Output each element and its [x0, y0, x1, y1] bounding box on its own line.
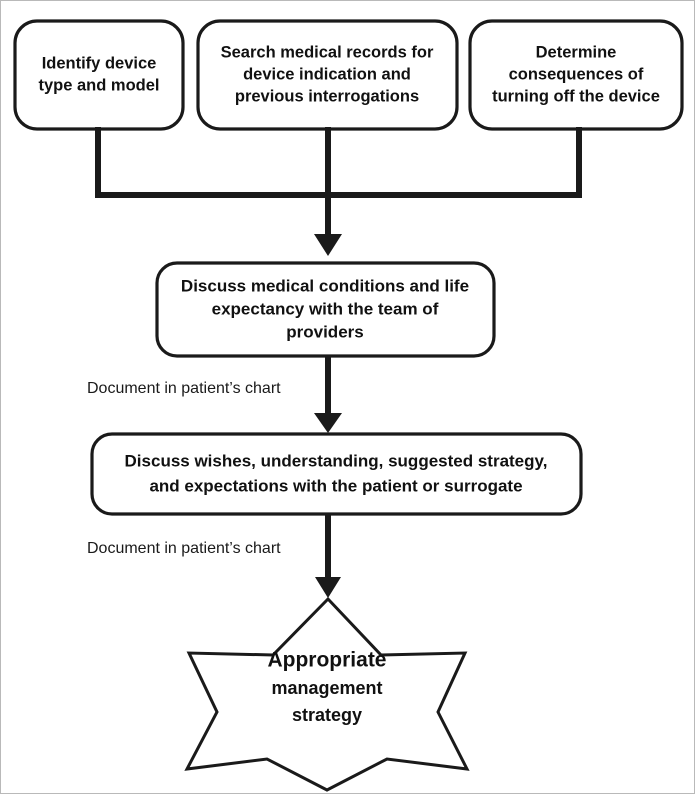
arrow-bus-to-discuss-team — [314, 195, 342, 256]
node-determine-consequences-line-2: consequences of — [509, 65, 644, 83]
node-appropriate-strategy: Appropriate management strategy — [184, 596, 470, 792]
node-determine-consequences: Determine consequences of turning off th… — [468, 19, 684, 131]
node-appropriate-strategy-line-2: management — [271, 678, 382, 698]
node-discuss-team-line-3: providers — [286, 322, 363, 341]
node-search-records-line-1: Search medical records for — [221, 43, 434, 61]
edge-label-document-chart-2: Document in patient’s chart — [87, 540, 281, 557]
edge-label-document-chart-1: Document in patient’s chart — [87, 380, 281, 397]
node-appropriate-strategy-shape — [184, 596, 470, 792]
node-identify-device: Identify device type and model — [13, 19, 185, 131]
node-discuss-team: Discuss medical conditions and life expe… — [155, 261, 496, 358]
node-search-records-line-2: device indication and — [243, 65, 411, 83]
arrow-patient-to-star — [315, 514, 341, 598]
node-discuss-patient-line-2: and expectations with the patient or sur… — [149, 476, 522, 495]
node-discuss-team-line-1: Discuss medical conditions and life — [181, 276, 469, 295]
node-determine-consequences-line-3: turning off the device — [492, 87, 660, 105]
arrow-patient-to-star-head — [315, 577, 341, 598]
node-discuss-patient: Discuss wishes, understanding, suggested… — [90, 432, 583, 516]
arrow-team-to-patient-head — [314, 413, 342, 433]
node-appropriate-strategy-line-3: strategy — [292, 705, 362, 725]
node-discuss-patient-line-1: Discuss wishes, understanding, suggested… — [125, 451, 548, 470]
node-identify-device-line-1: Identify device — [42, 54, 157, 72]
node-search-records: Search medical records for device indica… — [196, 19, 459, 131]
node-identify-device-line-2: type and model — [38, 76, 159, 94]
node-search-records-line-3: previous interrogations — [235, 87, 419, 105]
connector-merge-bus — [95, 127, 582, 198]
node-appropriate-strategy-line-1: Appropriate — [267, 649, 386, 672]
arrow-bus-to-discuss-team-head — [314, 234, 342, 256]
arrow-team-to-patient — [314, 356, 342, 433]
node-discuss-patient-shape — [90, 432, 583, 516]
node-discuss-team-line-2: expectancy with the team of — [212, 299, 439, 318]
node-determine-consequences-line-1: Determine — [536, 43, 617, 61]
node-identify-device-shape — [13, 19, 185, 131]
